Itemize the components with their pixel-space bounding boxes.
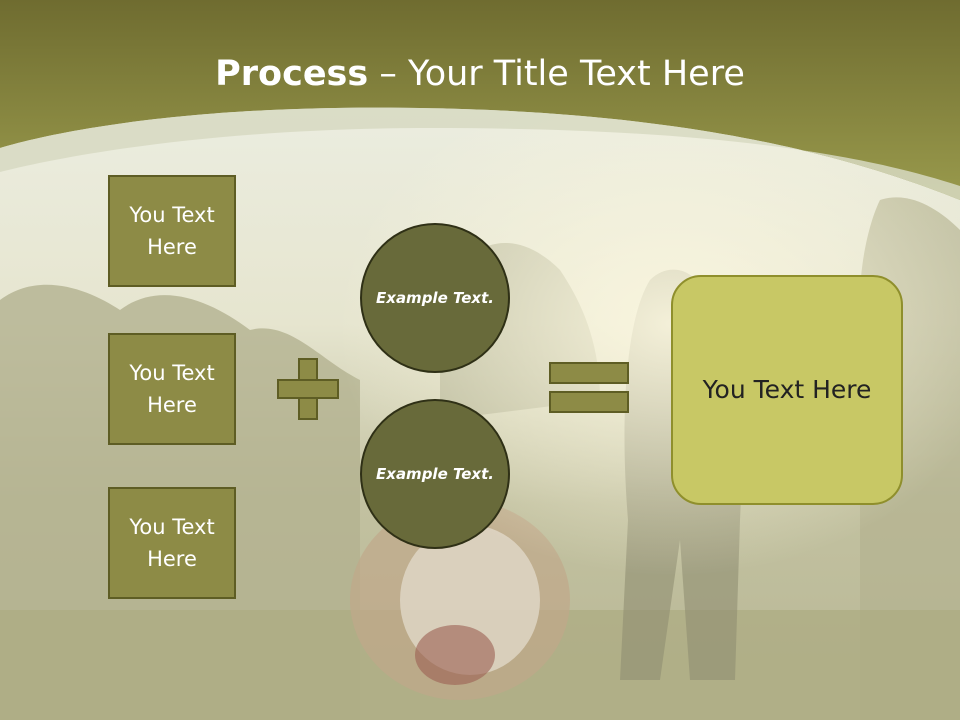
- slide-title: Process – Your Title Text Here: [0, 52, 960, 96]
- example-circle-2[interactable]: Example Text.: [360, 399, 510, 549]
- example-circle-1[interactable]: Example Text.: [360, 223, 510, 373]
- plus-icon: [277, 358, 339, 420]
- text-box-1[interactable]: You Text Here: [108, 175, 236, 287]
- title-rest: – Your Title Text Here: [368, 54, 745, 94]
- header-band: [0, 0, 960, 200]
- text-box-3[interactable]: You Text Here: [108, 487, 236, 599]
- title-bold: Process: [215, 54, 369, 94]
- result-box[interactable]: You Text Here: [671, 275, 903, 505]
- text-box-2[interactable]: You Text Here: [108, 333, 236, 445]
- equals-icon-bottom-bar: [549, 391, 629, 413]
- equals-icon-top-bar: [549, 362, 629, 384]
